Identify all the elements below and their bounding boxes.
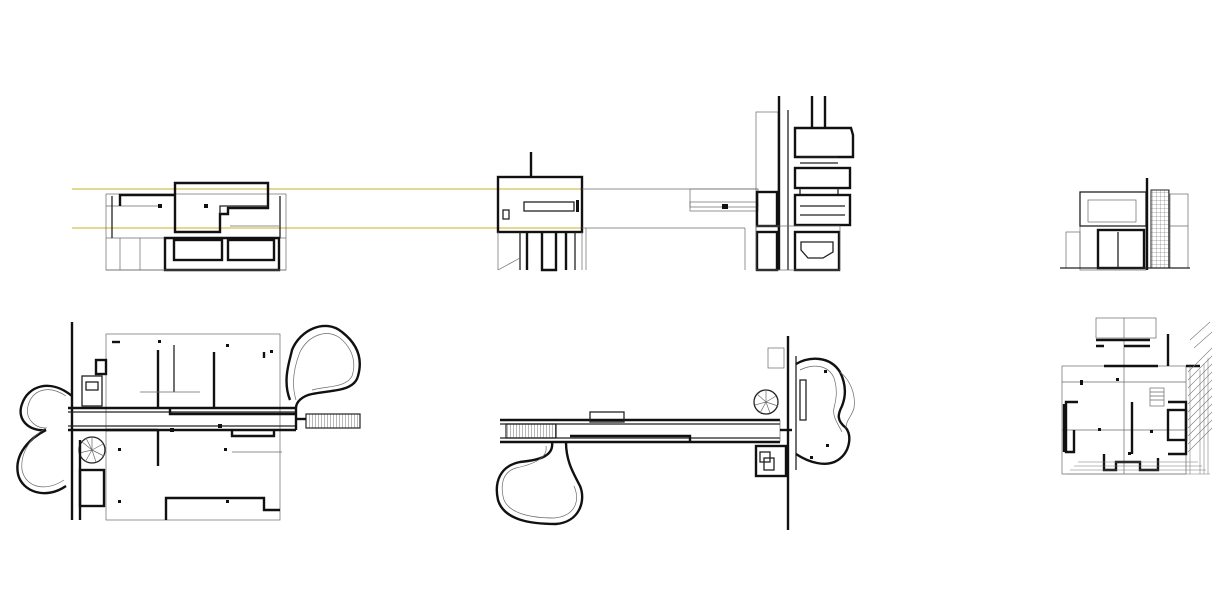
elevation-tower xyxy=(755,96,855,272)
elevation-right xyxy=(1060,178,1190,271)
hatched-terrace xyxy=(1066,321,1213,475)
plan-right xyxy=(1061,317,1213,475)
elevation-left xyxy=(105,181,287,272)
plan-center xyxy=(495,336,855,530)
elevation-center xyxy=(496,152,759,272)
plan-left xyxy=(16,322,361,521)
